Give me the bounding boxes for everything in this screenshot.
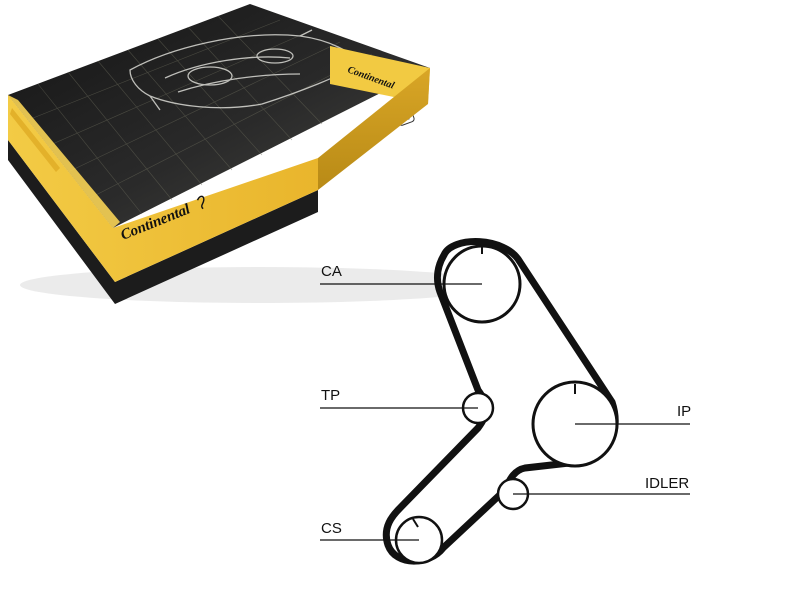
label-cs: CS <box>321 520 342 537</box>
box-front-face <box>8 95 318 282</box>
label-idler: IDLER <box>645 475 689 492</box>
box-right-face <box>318 68 430 190</box>
label-ip: IP <box>677 403 691 420</box>
belt-diagram: CA TP IP IDLER CS <box>320 238 691 565</box>
box-side-text-strip <box>10 108 60 172</box>
label-tp: TP <box>321 387 340 404</box>
box-lid <box>8 4 430 228</box>
floor-reflection <box>0 560 810 610</box>
box-bottom-edge <box>8 140 318 304</box>
product-box: Continental ℚ Continental <box>8 4 500 304</box>
label-ca: CA <box>321 263 342 280</box>
pulley-cs-mark <box>412 518 419 528</box>
box-rim <box>8 95 120 228</box>
brand-horse-icon <box>196 195 205 210</box>
